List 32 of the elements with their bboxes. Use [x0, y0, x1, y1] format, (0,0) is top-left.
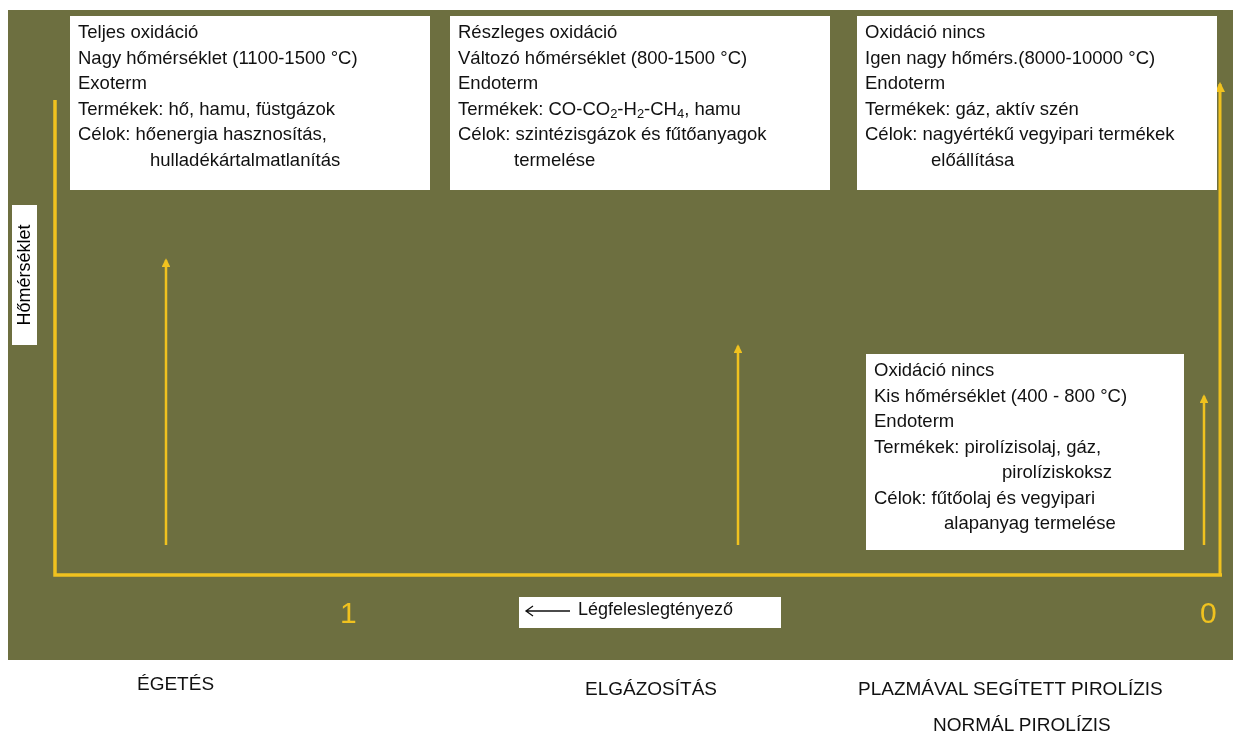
text-line: Nagy hőmérséklet (1100-1500 °C) [78, 45, 359, 70]
text-line: Endoterm [865, 71, 947, 95]
text-line: Célok: hőenergia hasznosítás, hulladékártalmatlanítás [78, 122, 342, 172]
text-line: Oxidáció nincs [865, 20, 987, 44]
axis-tick-label: 0 [1200, 596, 1217, 630]
text-line: Kis hőmérséklet (400 - 800 °C) [874, 383, 1129, 408]
category-label: ÉGETÉS [137, 673, 215, 695]
axis-tick-label: 1 [340, 596, 357, 630]
text-box [857, 16, 1217, 190]
text-line: Célok: nagyértékű vegyipari termékek előállítása [865, 122, 1176, 172]
axis-title: Légfeleslegtényező [578, 599, 734, 620]
text-line: Termékek: pirolízisolaj, gáz, pirolíziskoksz [874, 434, 1113, 484]
category-label: PLAZMÁVAL SEGÍTETT PIROLÍZIS [858, 678, 1163, 700]
text-line: Exoterm [78, 71, 148, 95]
text-line: Termékek: gáz, aktív szén [865, 96, 1080, 121]
text-line: Endoterm [458, 71, 540, 95]
text-line: Célok: fűtőolaj és vegyipari alapanyag termelése [874, 485, 1117, 535]
text-box [450, 16, 830, 190]
axis-title: Hőmérséklet [12, 205, 37, 345]
text-line: Oxidáció nincs [874, 358, 996, 382]
text-box [866, 354, 1184, 550]
text-line: Termékek: hő, hamu, füstgázok [78, 96, 337, 121]
text-line: Igen nagy hőmérs.(8000-10000 °C) [865, 45, 1157, 70]
category-label: ELGÁZOSÍTÁS [585, 678, 717, 700]
text-line: Termékek: CO-CO$_{2}$-H$_{2}$-CH$_{4}$, hamu [458, 96, 742, 121]
text-line: Teljes oxidáció [78, 20, 200, 44]
text-line: Endoterm [874, 409, 956, 433]
text-box [70, 16, 430, 190]
text-line: Részleges oxidáció [458, 20, 619, 44]
text-line: Célok: szintézisgázok és fűtőanyagok termelése [458, 122, 768, 172]
category-label: NORMÁL PIROLÍZIS [933, 714, 1111, 736]
text-line: Változó hőmérséklet (800-1500 °C) [458, 45, 749, 70]
